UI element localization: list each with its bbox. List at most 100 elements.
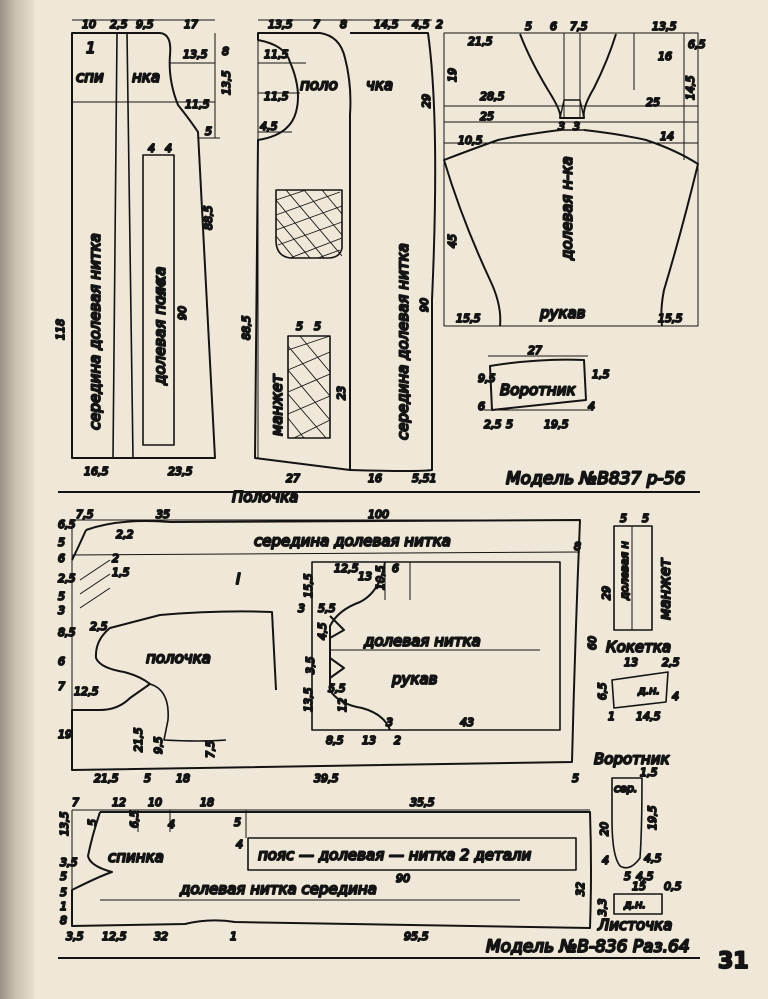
manzhet-dim-b: 5: [642, 512, 649, 525]
svg-text:4,5: 4,5: [644, 852, 662, 865]
svg-text:3: 3: [298, 602, 305, 615]
svg-text:9,5: 9,5: [136, 18, 154, 31]
svg-text:17: 17: [184, 18, 198, 31]
bottom-rukav-dims: 15,5 12,5 13 10,5 6 5,5 3 3,5 4,5 5,5 13…: [297, 561, 475, 748]
bottom-polochka-piece: [71, 519, 581, 771]
svg-text:2: 2: [112, 552, 119, 565]
svg-text:3,5: 3,5: [304, 657, 317, 675]
spinka-label-1: спи: [76, 68, 104, 86]
svg-text:45: 45: [446, 234, 459, 248]
svg-text:13: 13: [624, 656, 638, 669]
svg-text:11,5: 11,5: [264, 48, 289, 61]
bottom-rukav-label: рукав: [391, 670, 438, 688]
bottom-manzhet-label: манжет: [656, 557, 674, 620]
section-title: Полочка: [232, 488, 298, 506]
svg-text:6,5: 6,5: [596, 683, 609, 701]
bottom-polochka-grain: середина долевая нитка: [254, 532, 451, 550]
svg-text:14: 14: [660, 130, 674, 143]
top-vorotnik-dims: 27 9,5 6 2,5 5 19,5 4 1,5: [477, 343, 611, 432]
svg-text:1,5: 1,5: [592, 368, 610, 381]
svg-text:15,5: 15,5: [302, 574, 315, 599]
top-polochka-piece: [254, 19, 437, 472]
svg-text:95,5: 95,5: [404, 930, 429, 943]
svg-text:3: 3: [58, 604, 65, 617]
svg-text:5,5: 5,5: [318, 602, 336, 615]
spinka-label-2: нка: [132, 68, 160, 86]
svg-text:4: 4: [588, 400, 595, 413]
svg-text:10: 10: [82, 18, 96, 31]
svg-text:14,5: 14,5: [684, 76, 697, 101]
spinka-grain-label: середина долевая нитка: [86, 233, 104, 430]
svg-text:19: 19: [446, 68, 459, 82]
koketka-piece: [611, 671, 669, 709]
bottom-vorotnik-dims: 1,5 20 19,5 4 4,5 5 4,5: [597, 765, 663, 884]
polochka-label-1: поло: [300, 76, 338, 94]
svg-text:6,5: 6,5: [688, 38, 706, 51]
svg-text:6,5: 6,5: [128, 811, 141, 829]
svg-text:7,5: 7,5: [76, 508, 94, 521]
koketka-grain: д.н.: [637, 684, 660, 697]
bottom-polochka-label: полочка: [146, 649, 211, 667]
svg-text:19: 19: [58, 728, 72, 741]
svg-text:13: 13: [362, 734, 376, 747]
svg-text:118: 118: [54, 319, 67, 340]
svg-text:2,2: 2,2: [116, 528, 134, 541]
svg-text:3: 3: [386, 716, 393, 729]
svg-text:8: 8: [574, 540, 581, 553]
svg-text:29: 29: [420, 94, 433, 108]
bottom-vorotnik-grain: сер.: [614, 782, 637, 795]
svg-text:5: 5: [58, 536, 65, 549]
listochka-grain: д.н.: [623, 898, 646, 911]
svg-text:14,5: 14,5: [636, 710, 661, 723]
top-vorotnik-label: Воротник: [500, 381, 576, 399]
svg-text:5,5: 5,5: [328, 682, 346, 695]
svg-text:8: 8: [340, 18, 347, 31]
svg-text:1,5: 1,5: [112, 566, 130, 579]
svg-text:4: 4: [168, 818, 175, 831]
spinka-piece-number: 1: [86, 39, 96, 57]
svg-text:7: 7: [313, 18, 320, 31]
svg-text:2: 2: [394, 734, 401, 747]
svg-text:19,5: 19,5: [544, 418, 569, 431]
bottom-rukav-piece: [311, 561, 561, 731]
rukav-dims: 21,5 5 6 7,5 13,5 28,5 25 16 25 14 6,5 1…: [445, 19, 707, 326]
svg-text:5: 5: [506, 418, 513, 431]
svg-text:4: 4: [165, 142, 172, 155]
polochka-cuff-label: манжет: [268, 373, 286, 436]
svg-text:12: 12: [336, 698, 349, 712]
bottom-model-caption: Модель №В-836 Раз.64: [486, 937, 690, 957]
svg-text:4,5: 4,5: [412, 18, 430, 31]
svg-text:16: 16: [368, 472, 382, 485]
svg-text:88,5: 88,5: [202, 206, 215, 231]
svg-text:16,5: 16,5: [84, 465, 109, 478]
svg-text:12,5: 12,5: [102, 930, 127, 943]
svg-text:11,5: 11,5: [185, 98, 210, 111]
svg-text:12,5: 12,5: [74, 685, 99, 698]
listochka-piece: [613, 893, 663, 915]
svg-text:4,5: 4,5: [316, 623, 329, 641]
svg-text:4: 4: [236, 838, 243, 851]
svg-text:5: 5: [144, 772, 151, 785]
polochka-pocket-hatch: [275, 189, 343, 439]
svg-text:5: 5: [296, 320, 303, 333]
svg-text:6: 6: [58, 655, 65, 668]
svg-text:1,5: 1,5: [640, 766, 658, 779]
svg-text:15,5: 15,5: [658, 312, 683, 325]
top-spinka-piece: [71, 19, 220, 459]
book-binding-shadow: [0, 0, 34, 999]
bottom-rukav-grain: долевая нитка: [363, 632, 481, 650]
top-vorotnik-piece: [484, 355, 590, 411]
svg-text:5: 5: [205, 125, 212, 138]
rukav-grain-label: долевая н-ка: [558, 156, 576, 261]
svg-text:18: 18: [176, 772, 190, 785]
svg-text:9,5: 9,5: [478, 372, 496, 385]
svg-text:2: 2: [436, 18, 443, 31]
bottom-polochka-mark: I: [236, 570, 241, 588]
svg-text:27: 27: [286, 472, 300, 485]
svg-text:14,5: 14,5: [374, 18, 399, 31]
rukav-label: рукав: [539, 304, 586, 322]
svg-text:35,5: 35,5: [410, 796, 435, 809]
manzhet-dim-c: 29: [600, 586, 613, 600]
svg-text:4,5: 4,5: [636, 870, 654, 883]
